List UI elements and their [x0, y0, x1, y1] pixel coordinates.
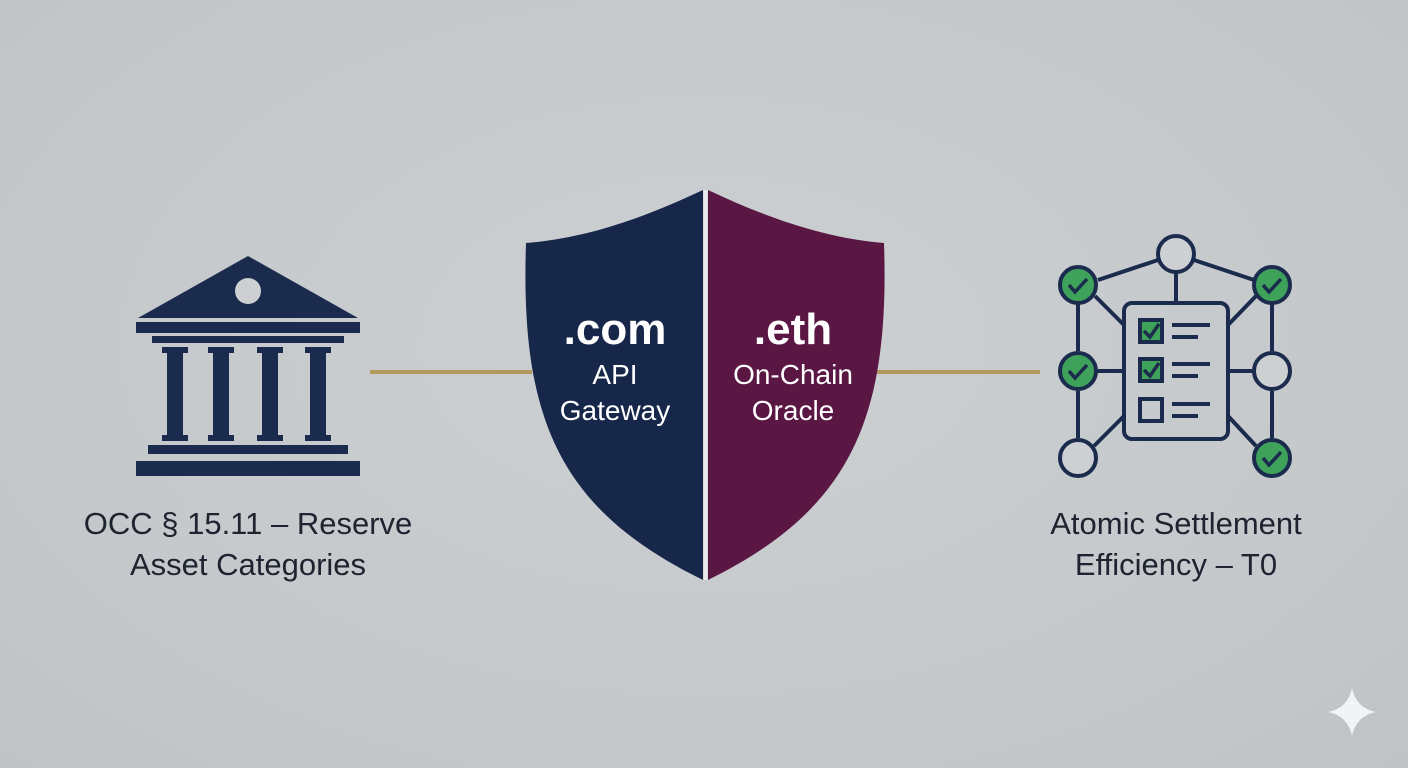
bank-building-icon — [136, 256, 360, 476]
right-caption-line1: Atomic Settlement — [1050, 506, 1302, 541]
right-caption-line2: Efficiency – T0 — [1074, 547, 1278, 582]
sparkle-icon — [1328, 688, 1376, 736]
shield-left-line1: API — [592, 359, 638, 390]
shield-left-half — [525, 190, 703, 580]
shield-left-text: .com API Gateway — [530, 303, 700, 429]
left-caption-line1: OCC § 15.11 – Reserve — [83, 506, 413, 541]
shield-left-title: .com — [563, 305, 667, 354]
shield-right-line2: Oracle — [751, 395, 835, 426]
shield-icon — [525, 190, 885, 580]
shield-right-line1: On-Chain — [733, 359, 853, 390]
shield-right-title: .eth — [753, 305, 833, 354]
shield-left-line2: Gateway — [559, 395, 671, 426]
shield-right-text: .eth On-Chain Oracle — [708, 303, 878, 429]
shield-right-half — [708, 190, 885, 580]
network-checklist-icon — [1058, 234, 1292, 478]
left-caption-line2: Asset Categories — [129, 547, 367, 582]
left-caption: OCC § 15.11 – Reserve Asset Categories — [48, 503, 448, 585]
right-caption: Atomic Settlement Efficiency – T0 — [976, 503, 1376, 585]
